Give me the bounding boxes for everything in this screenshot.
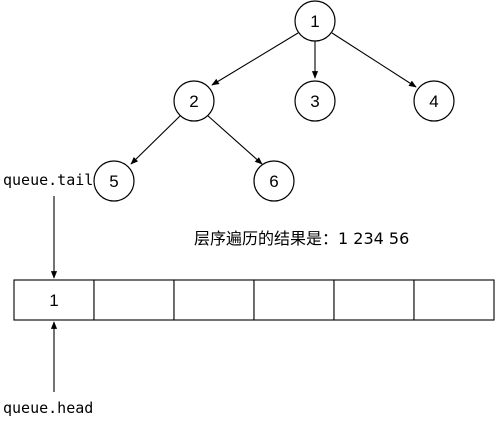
queue-cell-0-label: 1	[49, 291, 58, 310]
tree-node-4-circle	[413, 80, 455, 122]
queue-cell-1	[93, 279, 175, 321]
edge-2-5	[130, 114, 182, 165]
tree-node-4-label: 4	[429, 92, 438, 111]
tree-node-1: 1	[294, 0, 336, 42]
tree-edges	[130, 32, 417, 165]
queue-cell-4	[333, 279, 415, 321]
tree-node-2: 2	[173, 80, 215, 122]
tree-node-3-label: 3	[310, 92, 319, 111]
tree-node-5: 5	[93, 160, 135, 202]
edge-1-4	[331, 32, 417, 88]
queue-cell-5	[413, 279, 495, 321]
queue-cell-0	[13, 279, 95, 321]
tree-node-4: 4	[413, 80, 455, 122]
tree-node-2-label: 2	[189, 92, 198, 111]
tree-node-6-circle	[253, 160, 295, 202]
edge-1-2	[211, 32, 299, 86]
queue-tail-label: queue.tail	[3, 171, 93, 189]
queue-cell-2	[173, 279, 255, 321]
tree-node-3-circle	[294, 80, 336, 122]
queue-head-pointer: queue.head	[3, 321, 93, 417]
tree-node-2-circle	[173, 80, 215, 122]
traversal-result-caption: 层序遍历的结果是：1 234 56	[194, 229, 409, 248]
tree-node-6-label: 6	[269, 172, 278, 191]
tree-node-6: 6	[253, 160, 295, 202]
edge-2-6	[206, 114, 263, 165]
queue-cell-3	[253, 279, 335, 321]
tree-node-3: 3	[294, 80, 336, 122]
tree-node-5-label: 5	[109, 172, 118, 191]
queue-head-label: queue.head	[3, 399, 93, 417]
tree-node-1-circle	[294, 0, 336, 42]
tree-node-5-circle	[93, 160, 135, 202]
tree-node-1-label: 1	[310, 12, 319, 31]
queue-array: 1	[13, 279, 495, 321]
queue-tail-pointer: queue.tail	[3, 171, 93, 279]
